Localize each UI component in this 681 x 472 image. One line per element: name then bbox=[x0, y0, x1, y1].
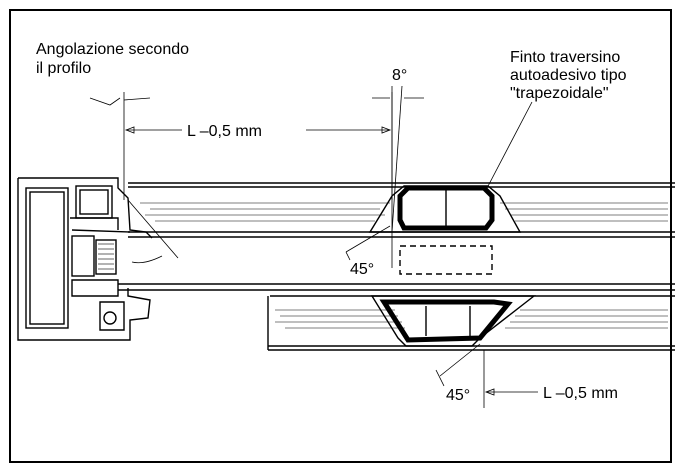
finto-traversino-label-line3: "trapezoidale" bbox=[510, 85, 609, 102]
angolazione-label-line2: il profilo bbox=[36, 60, 91, 77]
angle-45-upper-label: 45° bbox=[350, 261, 374, 278]
left-frame-profile bbox=[17, 177, 153, 341]
figure-frame bbox=[9, 9, 672, 463]
angolazione-label-line1: Angolazione secondo bbox=[36, 41, 189, 58]
dimension-bottom-label: L –0,5 mm bbox=[543, 385, 618, 402]
glazing-bar bbox=[118, 182, 675, 351]
finto-traversino-label-line2: autoadesivo tipo bbox=[510, 67, 627, 84]
dimension-top-label: L –0,5 mm bbox=[187, 123, 262, 140]
lower-trapezoid-bar bbox=[370, 295, 537, 347]
angle-45-lower-label: 45° bbox=[446, 387, 470, 404]
annotation-lines bbox=[89, 85, 538, 408]
angle-8-label: 8° bbox=[392, 67, 407, 84]
finto-traversino-label-line1: Finto traversino bbox=[510, 49, 620, 66]
